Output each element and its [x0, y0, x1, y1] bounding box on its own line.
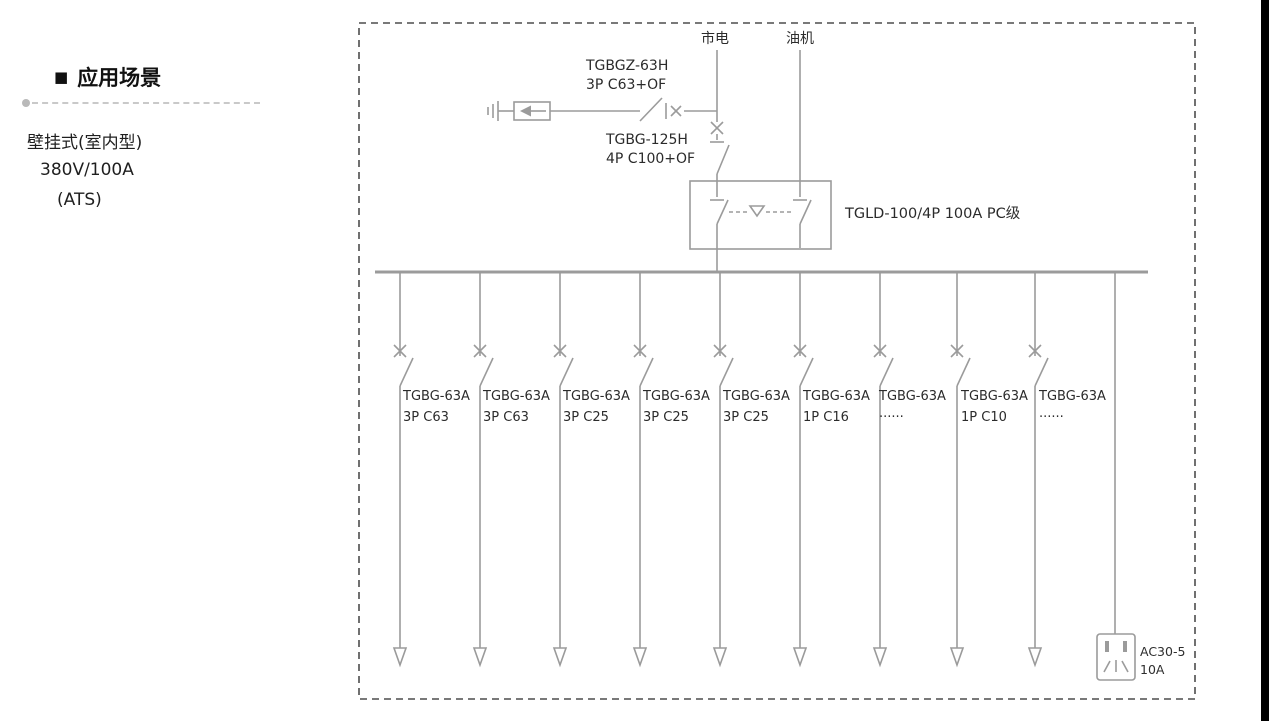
- feeder-label: TGBG-63A 3P C25: [563, 387, 630, 429]
- arrow-down-icon: [1027, 647, 1043, 668]
- spd-breaker-label: TGBGZ-63H 3P C63+OF: [586, 57, 668, 95]
- right-edge-bar: [1261, 0, 1269, 721]
- feeder-model: TGBG-63A: [961, 389, 1028, 404]
- arrow-down-icon: [712, 647, 728, 668]
- arrow-down-icon: [872, 647, 888, 668]
- feeder-spec: 1P C16: [803, 409, 849, 425]
- feeder-label: TGBG-63A 1P C10: [961, 387, 1028, 429]
- incoming-breaker-spec: 4P C100+OF: [606, 150, 696, 167]
- arrow-down-icon: [792, 647, 808, 668]
- feeder-model: TGBG-63A: [563, 389, 630, 404]
- feeder-spec: 3P C25: [643, 409, 689, 425]
- feeder-spec: 3P C25: [563, 409, 609, 425]
- ats-label: TGLD-100/4P 100A PC级: [845, 206, 1021, 222]
- arrow-down-icon: [472, 647, 488, 668]
- section-heading: ■ 应用场景: [54, 62, 161, 92]
- feeder-model: TGBG-63A: [643, 389, 710, 404]
- socket-model: AC30-5: [1140, 644, 1186, 659]
- arrow-down-icon: [392, 647, 408, 668]
- feeder-model: TGBG-63A: [723, 389, 790, 404]
- feeder-line: [1027, 272, 1049, 668]
- feeder-label: TGBG-63A ······: [879, 387, 946, 429]
- arrow-down-icon: [632, 647, 648, 668]
- scenario-line: 壁挂式(室内型): [27, 133, 143, 153]
- dot-icon: [22, 99, 30, 107]
- feeder-model: TGBG-63A: [483, 389, 550, 404]
- feeder-label: TGBG-63A 3P C25: [643, 387, 710, 429]
- scenario-line: (ATS): [57, 190, 102, 210]
- feeder-model: TGBG-63A: [803, 389, 870, 404]
- square-bullet-icon: ■: [54, 67, 69, 86]
- spd-breaker-spec: 3P C63+OF: [586, 76, 667, 93]
- feeder-label: TGBG-63A ······: [1039, 387, 1106, 429]
- spd-breaker-model: TGBGZ-63H: [586, 58, 669, 74]
- feeder-label: TGBG-63A 1P C16: [803, 387, 870, 429]
- incoming-breaker-label: TGBG-125H 4P C100+OF: [606, 131, 695, 169]
- feeder-line: [632, 272, 654, 668]
- feeder-spec: 1P C10: [961, 409, 1007, 425]
- feeder-line: [552, 272, 574, 668]
- arrow-down-icon: [949, 647, 965, 668]
- source-label-mains: 市电: [701, 31, 729, 47]
- source-label-generator: 油机: [786, 31, 814, 47]
- section-heading-text: 应用场景: [77, 66, 162, 90]
- feeder-spec: ······: [1039, 409, 1064, 425]
- feeder-spec: 3P C63: [483, 409, 529, 425]
- feeder-model: TGBG-63A: [879, 389, 946, 404]
- feeder-model: TGBG-63A: [403, 389, 470, 404]
- feeder-line: [792, 272, 814, 668]
- feeder-line: [472, 272, 494, 668]
- heading-underline: [22, 99, 260, 107]
- socket-icon: [1096, 633, 1136, 681]
- mains-line: [710, 50, 730, 181]
- feeder-spec: 3P C63: [403, 409, 449, 425]
- feeder-line: [949, 272, 971, 668]
- socket-drop: [1096, 272, 1136, 681]
- feeder-line: [392, 272, 414, 668]
- feeder-spec: ······: [879, 409, 904, 425]
- scenario-line: 380V/100A: [40, 160, 134, 180]
- spd-branch: [487, 97, 717, 122]
- arrow-down-icon: [552, 647, 568, 668]
- interlock-icon: [748, 205, 766, 218]
- dashed-rule: [32, 102, 260, 104]
- feeder-label: TGBG-63A 3P C63: [483, 387, 550, 429]
- feeder-line: [712, 272, 734, 668]
- incoming-breaker-model: TGBG-125H: [606, 132, 688, 148]
- ats-box: [689, 180, 832, 272]
- diagram-border: [358, 22, 1196, 700]
- breaker-blade-icon: [639, 97, 663, 122]
- wiring-lines: [375, 50, 1148, 681]
- feeder-label: TGBG-63A 3P C25: [723, 387, 790, 429]
- feeder-spec: 3P C25: [723, 409, 769, 425]
- socket-rating: 10A: [1140, 661, 1165, 677]
- spd-arrow-icon: [520, 105, 531, 117]
- feeder-line: [872, 272, 894, 668]
- feeder-label: TGBG-63A 3P C63: [403, 387, 470, 429]
- feeder-model: TGBG-63A: [1039, 389, 1106, 404]
- socket-label: AC30-5 10A: [1140, 643, 1185, 678]
